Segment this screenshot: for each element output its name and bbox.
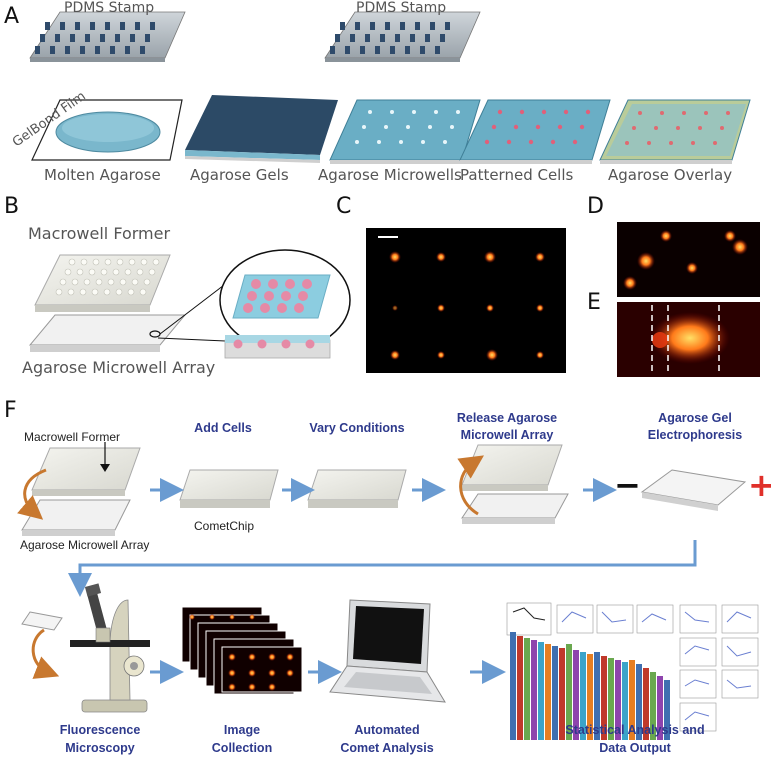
f-top-arrows bbox=[68, 478, 697, 597]
f-array-label: Agarose Microwell Array bbox=[20, 538, 150, 552]
f-laptop bbox=[329, 599, 446, 703]
microscopy-image-c bbox=[366, 228, 566, 373]
pdms-stamp-2 bbox=[324, 11, 481, 62]
macrowell-former-plate bbox=[34, 254, 171, 312]
step-label-molten-agarose: Molten Agarose bbox=[44, 166, 161, 184]
step-label-agarose-gels: Agarose Gels bbox=[190, 166, 289, 184]
panel-label-d: D bbox=[587, 194, 604, 219]
step-agarose-overlay-graphic bbox=[599, 99, 751, 164]
microscopy-image-d bbox=[617, 222, 760, 297]
panel-label-e: E bbox=[587, 290, 601, 315]
step-agarose-gels-graphic bbox=[185, 95, 338, 163]
f-microscope bbox=[31, 583, 150, 713]
step-image-line1: Image bbox=[223, 723, 261, 737]
panel-label-b: B bbox=[4, 194, 20, 219]
step-molten-agarose-graphic bbox=[31, 99, 183, 161]
step-label-agarose-overlay: Agarose Overlay bbox=[608, 166, 733, 184]
step-automated-line1: Automated bbox=[354, 723, 420, 737]
panel-label-a: A bbox=[4, 4, 20, 29]
f-bar-charts bbox=[506, 602, 759, 740]
step-fluorescence-line2: Microscopy bbox=[65, 741, 135, 755]
b-macrowell-former-label: Macrowell Former bbox=[28, 224, 171, 243]
f-release-plates bbox=[457, 444, 569, 524]
cross-section bbox=[224, 335, 331, 359]
f-electrophoresis-slab bbox=[640, 469, 747, 511]
pdms-stamp-label-2: PDMS Stamp bbox=[356, 0, 447, 16]
step-label-agarose-microwells: Agarose Microwells bbox=[318, 166, 462, 184]
panel-label-c: C bbox=[336, 194, 352, 219]
step-statistical-line1: Statistical Analysis and bbox=[565, 723, 705, 737]
b-agarose-array-label: Agarose Microwell Array bbox=[22, 358, 216, 377]
zoom-circle bbox=[219, 249, 351, 351]
step-add-cells: Add Cells bbox=[194, 421, 252, 435]
step-label-patterned-cells: Patterned Cells bbox=[460, 166, 574, 184]
step-patterned-cells-graphic bbox=[459, 99, 611, 164]
step-agarose-microwells-graphic bbox=[329, 99, 481, 164]
f-image-stack bbox=[181, 606, 303, 695]
step-automated-line2: Comet Analysis bbox=[340, 741, 434, 755]
step-image-line2: Collection bbox=[211, 741, 273, 755]
pdms-stamp-1 bbox=[29, 11, 186, 62]
step-release-line1: Release Agarose bbox=[456, 411, 558, 425]
bar-cluster bbox=[510, 632, 670, 740]
step-fluorescence-line1: Fluorescence bbox=[59, 723, 141, 737]
step-electrophoresis-line1: Agarose Gel bbox=[658, 411, 732, 425]
f-cometchip-label: CometChip bbox=[194, 519, 255, 533]
step-release-line2: Microwell Array bbox=[460, 428, 554, 442]
minus-electrode: − bbox=[614, 466, 641, 504]
f-former-label: Macrowell Former bbox=[24, 430, 121, 444]
f-slide bbox=[21, 611, 63, 631]
pdms-stamp-label-1: PDMS Stamp bbox=[64, 0, 155, 16]
step-statistical-line2: Data Output bbox=[599, 741, 671, 755]
agarose-microwell-array-slab bbox=[28, 281, 249, 352]
f-vary-plate bbox=[307, 469, 407, 508]
f-macrowell-former bbox=[17, 442, 141, 536]
step-electrophoresis-line2: Electrophoresis bbox=[647, 428, 743, 442]
f-cometchip-plate bbox=[179, 469, 279, 508]
panel-label-f: F bbox=[4, 398, 17, 423]
plus-electrode: + bbox=[748, 466, 771, 504]
step-vary-conditions: Vary Conditions bbox=[309, 421, 405, 435]
comet-image-e bbox=[617, 302, 760, 377]
